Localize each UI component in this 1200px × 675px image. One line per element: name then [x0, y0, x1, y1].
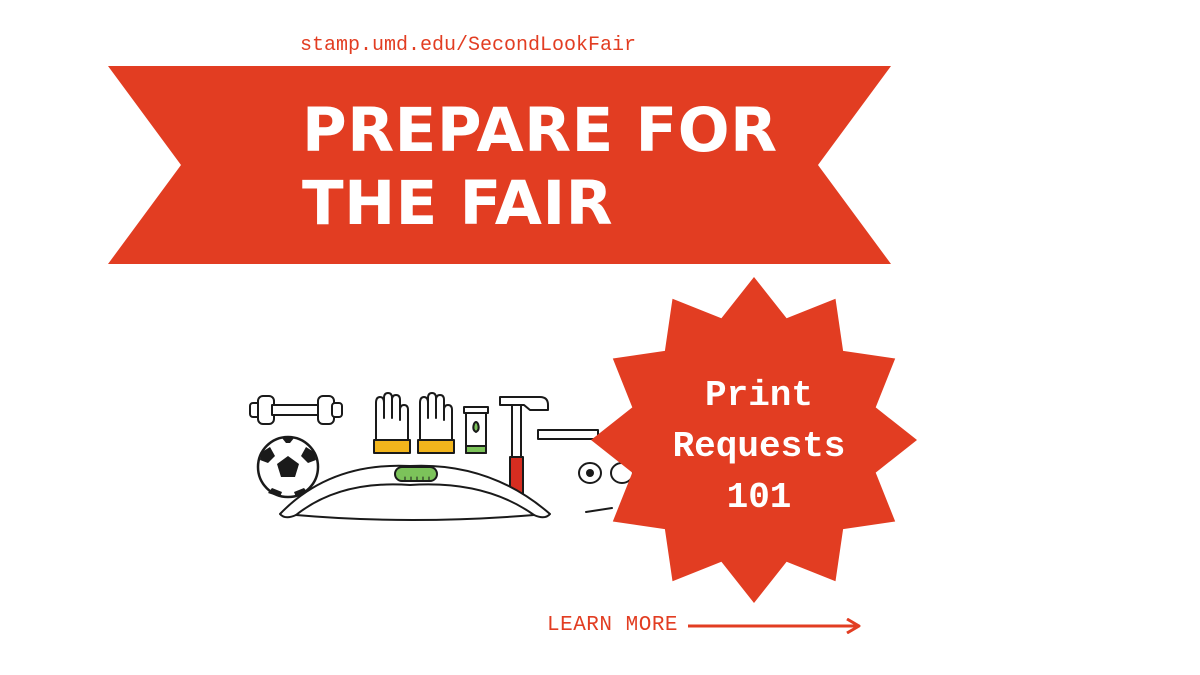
burst-line-3: 101 — [726, 477, 792, 518]
learn-more-label: LEARN MORE — [547, 614, 679, 637]
headline-line-2: THE FAIR — [302, 168, 614, 239]
sunscreen-tube-icon — [463, 406, 489, 454]
glove-icon-2 — [417, 392, 455, 454]
burst-line-2: Requests — [672, 426, 846, 467]
learn-more-link[interactable]: LEARN MORE — [547, 614, 864, 637]
dumbbell-icon — [249, 395, 343, 425]
burst-label: Print Requests 101 — [614, 370, 904, 523]
fair-url-link[interactable]: stamp.umd.edu/SecondLookFair — [300, 34, 637, 57]
hammer-icon — [499, 396, 549, 498]
arrow-right-icon — [688, 617, 861, 634]
tool-icon — [585, 507, 613, 513]
bow-icon — [279, 464, 551, 521]
soccer-ball-icon — [256, 435, 320, 499]
glove-icon — [373, 392, 411, 454]
headline-line-1: PREPARE FOR — [302, 95, 778, 166]
burst-line-1: Print — [704, 375, 814, 416]
page-title: PREPARE FOR THE FAIR — [302, 94, 842, 240]
